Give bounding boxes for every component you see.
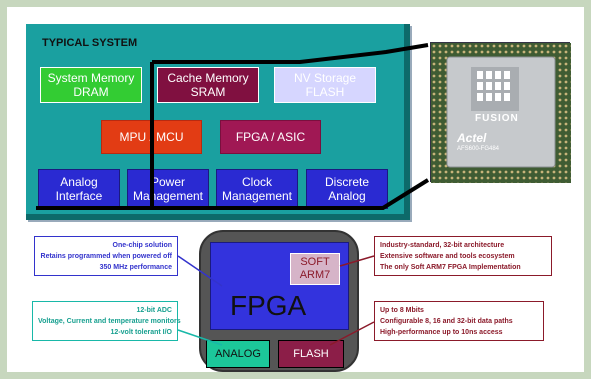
fpga-note-line: One-chip solution [112,242,173,249]
analog-connector [177,329,223,346]
frame-left [0,0,7,379]
analog-note-line: Voltage, Current and temperature monitor… [38,318,181,325]
flash-note-line: High-performance up to 10ns access [380,329,503,336]
soft-arm7-label: SOFT [300,256,330,268]
arm-connector [339,255,375,267]
arm-note-line: The only Soft ARM7 FPGA Implementation [380,264,521,271]
system-memory-label: System Memory [47,71,135,85]
fpga-note: One-chip solution Retains programmed whe… [34,236,178,276]
fpga-asic-block: FPGA / ASIC [220,120,321,154]
nv-storage-label: NV Storage [293,71,357,85]
power-management-label: Power [150,175,185,189]
flash-block: FLASH [278,340,344,368]
flash-note: Up to 8 Mbits Configurable 8, 16 and 32-… [374,301,544,341]
flash-note-line: Up to 8 Mbits [380,307,424,314]
fpga-note-line: Retains programmed when powered off [40,253,172,260]
cache-memory-type: SRAM [190,85,226,99]
nv-storage-type: FLASH [305,85,345,99]
discrete-analog-sub: Analog [328,189,366,203]
fpga-note-line: 350 MHz performance [99,264,172,271]
clock-management-label: Clock [241,175,272,189]
fusion-chip-photo: FUSION Actel AFS600-FG484 [430,42,571,183]
chip-brand-text: Actel [457,131,487,145]
frame-right [584,0,591,379]
analog-note-line: 12-volt tolerant I/O [110,329,172,336]
chip-photo-graphic [431,43,571,183]
flash-note-line: Configurable 8, 16 and 32-bit data paths [380,318,513,325]
cache-memory-label: Cache Memory [167,71,249,85]
arm-note: Industry-standard, 32-bit architecture E… [374,236,552,276]
analog-interface-sub: Interface [55,189,103,203]
analog-note-line: 12-bit ADC [136,307,172,314]
arm-note-line: Industry-standard, 32-bit architecture [380,242,505,249]
discrete-analog-label: Discrete [324,175,369,189]
chip-model-text: FUSION [475,113,519,124]
flash-connector [329,321,375,346]
analog-interface-label: Analog [60,175,98,189]
frame-top [0,0,591,7]
fpga-connector [177,255,223,287]
system-memory-type: DRAM [73,85,109,99]
frame-bottom [0,372,591,379]
arm-note-line: Extensive software and tools ecosystem [380,253,515,260]
chip-part-text: AFS600-FG484 [457,146,500,152]
analog-note: 12-bit ADC Voltage, Current and temperat… [32,301,181,341]
typical-system-title: TYPICAL SYSTEM [42,37,138,49]
soft-arm7-sub: ARM7 [299,269,331,281]
analog-block: ANALOG [206,340,270,368]
clock-management-sub: Management [221,189,293,203]
fpga-label: FPGA [230,290,307,321]
